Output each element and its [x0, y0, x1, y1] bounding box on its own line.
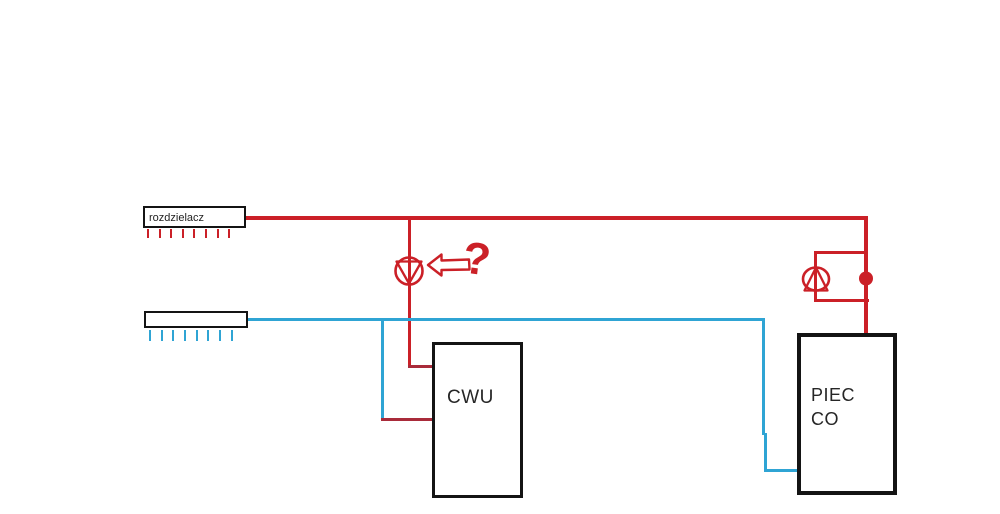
tick-mark [207, 330, 210, 341]
cwu-tank-box: CWU [432, 342, 523, 498]
cwu-label: CWU [447, 387, 494, 408]
return-pipe-boiler-inlet [764, 469, 799, 472]
supply-pipe-boiler-drop [864, 216, 868, 334]
return-pipe-cwu-inlet [381, 418, 434, 421]
boiler-label-line2: CO [811, 409, 839, 430]
return-manifold-box [144, 311, 248, 328]
tick-mark [158, 229, 161, 238]
tick-mark [160, 330, 163, 341]
supply-manifold-ticks [147, 229, 240, 238]
boiler-box: PIEC CO [797, 333, 897, 495]
tick-mark [193, 229, 196, 238]
return-pipe-boiler-drop-upper [762, 318, 765, 435]
tick-mark [216, 229, 219, 238]
tick-mark [219, 330, 222, 341]
supply-pipe-main [246, 216, 866, 220]
supply-manifold-box: rozdzielacz [143, 206, 246, 228]
tick-mark [172, 330, 175, 341]
bypass-pipe-left [814, 251, 817, 302]
tick-mark [181, 229, 184, 238]
return-manifold-ticks [149, 330, 243, 341]
tick-mark [230, 330, 233, 341]
boiler-label-line1: PIEC [811, 385, 856, 405]
boiler-label: PIEC CO [811, 383, 855, 432]
tick-mark [195, 330, 198, 341]
supply-pipe-cwu-inlet [408, 365, 434, 368]
tick-mark [149, 330, 151, 341]
manifold-label: rozdzielacz [149, 212, 205, 224]
return-pipe-cwu-branch [381, 318, 384, 421]
tick-mark [147, 229, 149, 238]
supply-pipe-cwu-drop [408, 220, 411, 367]
tick-mark [170, 229, 173, 238]
tick-mark [184, 330, 187, 341]
return-pipe-boiler-drop-lower [764, 433, 767, 472]
question-mark-label: ? [459, 231, 494, 286]
tick-mark [228, 229, 231, 238]
return-pipe-main [248, 318, 765, 321]
bypass-pipe-bottom [814, 299, 869, 302]
tick-mark [204, 229, 207, 238]
bypass-pipe-top [815, 251, 866, 254]
